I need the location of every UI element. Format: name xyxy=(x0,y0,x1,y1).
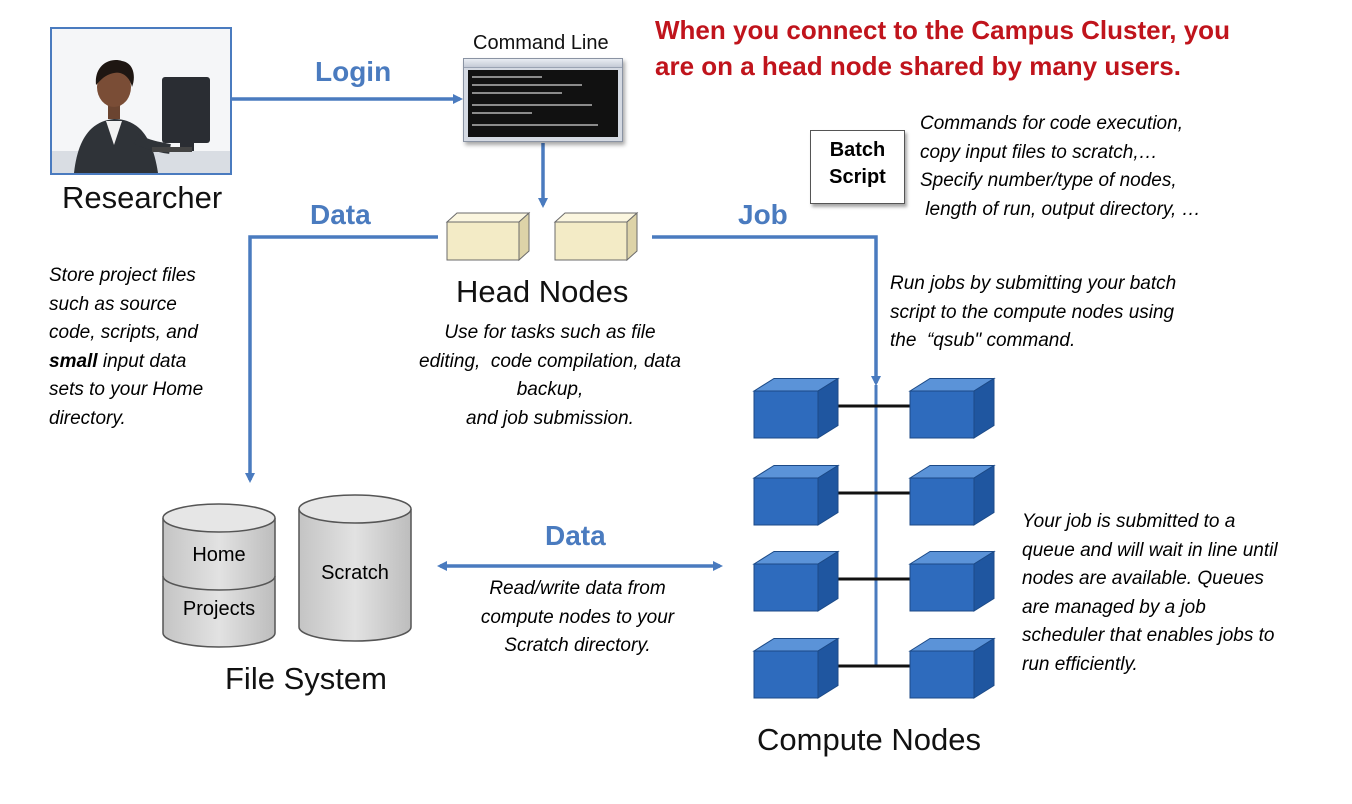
batch-notes: Commands for code execution, copy input … xyxy=(920,110,1201,224)
head-nodes-desc-line: Use for tasks such as file xyxy=(444,322,656,343)
batch-notes-line: copy input files to scratch,… xyxy=(920,141,1158,163)
batch-script-line2: Script xyxy=(829,166,886,188)
researcher-photo xyxy=(50,27,232,175)
projects-cylinder-label: Projects xyxy=(182,598,256,620)
batch-script-line1: Batch xyxy=(829,139,886,161)
home-note-line: small input data xyxy=(49,348,203,377)
home-directory-note: Store project files such as source code,… xyxy=(49,262,203,433)
data-to-filesystem-arrow xyxy=(245,235,438,483)
batch-notes-line: Commands for code execution, xyxy=(920,113,1183,134)
compute-nodes-label: Compute Nodes xyxy=(757,722,982,757)
batch-notes-line: Specify number/type of nodes, xyxy=(920,170,1177,191)
job-to-compute-arrow xyxy=(652,235,881,386)
queue-note: Your job is submitted to a queue and wil… xyxy=(1022,508,1278,679)
run-jobs-line: script to the compute nodes using xyxy=(890,301,1175,323)
compute-node-box-icon xyxy=(752,464,840,526)
queue-note-line: scheduler that enables jobs to xyxy=(1022,625,1275,646)
terminal-text-line xyxy=(472,84,582,86)
head-nodes-desc-line: backup, xyxy=(516,379,584,400)
run-jobs-line: the “qsub" command. xyxy=(890,330,1076,351)
batch-notes-line: length of run, output directory, … xyxy=(920,198,1201,220)
batch-script-note-icon: Batch Script xyxy=(810,130,905,204)
head-node-box-icon xyxy=(553,211,639,262)
data-note-line: compute nodes to your xyxy=(480,606,675,628)
compute-node-box-icon xyxy=(752,550,840,612)
data-note-line: Scratch directory. xyxy=(504,635,651,656)
headline-line1: When you connect to the Campus Cluster, … xyxy=(655,15,1230,45)
home-note-line: code, scripts, and xyxy=(49,322,198,343)
head-nodes-desc-line: editing, code compilation, data xyxy=(419,350,681,372)
terminal-window-icon xyxy=(463,58,623,142)
home-note-line: Store project files xyxy=(49,265,196,286)
compute-node-box-icon xyxy=(752,377,840,439)
home-note-line: directory. xyxy=(49,407,126,429)
data-arrow-label: Data xyxy=(310,199,371,230)
terminal-titlebar xyxy=(464,59,622,68)
home-note-emphasis: small xyxy=(49,350,98,372)
terminal-text-line xyxy=(472,124,598,126)
compute-node-box-icon xyxy=(908,464,996,526)
terminal-text-line xyxy=(472,112,532,114)
file-system-label: File System xyxy=(225,661,387,696)
compute-node-grid xyxy=(752,377,996,699)
headline-line2: are on a head node shared by many users. xyxy=(655,51,1181,81)
compute-interconnect xyxy=(836,385,910,668)
head-nodes-label: Head Nodes xyxy=(456,274,629,309)
queue-note-line: run efficiently. xyxy=(1022,653,1138,675)
head-nodes-description: Use for tasks such as file editing, code… xyxy=(395,319,705,433)
head-node-box-icon xyxy=(445,211,531,262)
queue-note-line: Your job is submitted to a xyxy=(1022,511,1236,532)
storage-cylinder-icon xyxy=(162,503,276,648)
queue-note-line: queue and will wait in line until xyxy=(1022,539,1278,561)
data-bottom-arrow-label: Data xyxy=(545,520,606,551)
terminal-screen xyxy=(468,70,618,137)
data-note-line: Read/write data from xyxy=(489,578,666,599)
home-cylinder-label: Home xyxy=(192,544,246,566)
run-jobs-line: Run jobs by submitting your batch xyxy=(890,273,1177,294)
terminal-text-line xyxy=(472,76,542,78)
login-arrow-label: Login xyxy=(315,56,392,87)
compute-node-box-icon xyxy=(908,377,996,439)
terminal-text-line xyxy=(472,92,562,94)
compute-node-box-icon xyxy=(908,550,996,612)
queue-note-line: are managed by a job xyxy=(1022,596,1206,618)
job-arrow-label: Job xyxy=(738,199,788,230)
compute-node-box-icon xyxy=(752,637,840,699)
storage-cylinder-icon xyxy=(298,494,412,642)
researcher-illustration xyxy=(52,29,230,173)
command-line-label: Command Line xyxy=(473,32,609,54)
run-jobs-note: Run jobs by submitting your batch script… xyxy=(890,270,1176,356)
terminal-text-line xyxy=(472,104,592,106)
headline: When you connect to the Campus Cluster, … xyxy=(655,12,1230,84)
home-note-line-rest: input data xyxy=(97,350,187,372)
researcher-label: Researcher xyxy=(62,180,223,215)
home-note-line: such as source xyxy=(49,293,177,315)
scratch-cylinder-label: Scratch xyxy=(321,562,389,584)
data-transfer-note: Read/write data from compute nodes to yo… xyxy=(455,575,700,661)
home-note-line: sets to your Home xyxy=(49,379,204,400)
queue-note-line: nodes are available. Queues xyxy=(1022,568,1264,589)
head-nodes-desc-line: and job submission. xyxy=(466,407,634,429)
compute-node-box-icon xyxy=(908,637,996,699)
